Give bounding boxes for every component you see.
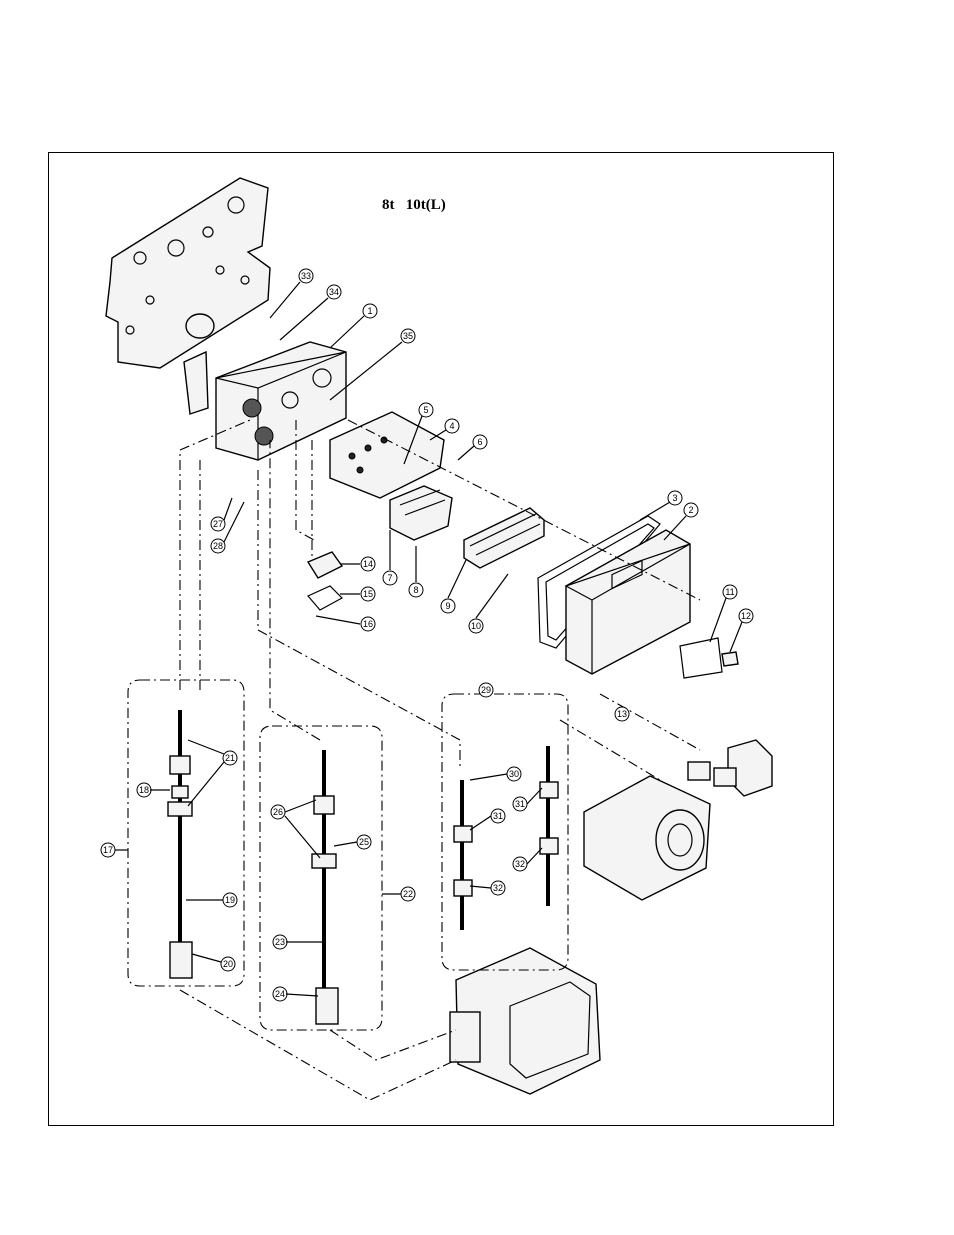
svg-text:20: 20 xyxy=(223,959,233,969)
svg-text:32: 32 xyxy=(515,859,525,869)
svg-text:30: 30 xyxy=(509,769,519,779)
svg-text:10: 10 xyxy=(471,621,481,631)
callout-31-right: 31 xyxy=(512,796,528,812)
svg-text:27: 27 xyxy=(213,519,223,529)
main-box xyxy=(215,341,347,461)
callout-31-left: 31 xyxy=(490,808,506,824)
callout-32-left: 32 xyxy=(490,880,506,896)
svg-text:32: 32 xyxy=(493,883,503,893)
callout-17: 17 xyxy=(100,842,116,858)
diagram-frame xyxy=(48,152,834,1126)
callout-1: 1 xyxy=(362,303,378,319)
callout-32-right: 32 xyxy=(512,856,528,872)
svg-text:26: 26 xyxy=(273,807,283,817)
svg-text:22: 22 xyxy=(403,889,413,899)
svg-text:31: 31 xyxy=(515,799,525,809)
callout-23: 23 xyxy=(272,934,288,950)
svg-text:19: 19 xyxy=(225,895,235,905)
leader-lines xyxy=(115,281,743,997)
cable-assembly-29 xyxy=(441,693,569,971)
svg-text:7: 7 xyxy=(387,573,392,583)
routing-lines xyxy=(179,419,701,1101)
svg-text:14: 14 xyxy=(363,559,373,569)
svg-text:23: 23 xyxy=(275,937,285,947)
svg-text:9: 9 xyxy=(445,601,450,611)
svg-text:13: 13 xyxy=(617,709,627,719)
svg-text:2: 2 xyxy=(688,505,693,515)
svg-text:35: 35 xyxy=(403,331,413,341)
svg-text:17: 17 xyxy=(103,845,113,855)
svg-text:31: 31 xyxy=(493,811,503,821)
svg-text:1: 1 xyxy=(367,306,372,316)
callout-5: 5 xyxy=(418,402,434,418)
callout-28: 28 xyxy=(210,538,226,554)
callout-18: 18 xyxy=(136,782,152,798)
callout-27: 27 xyxy=(210,516,226,532)
callout-12: 12 xyxy=(738,608,754,624)
svg-text:25: 25 xyxy=(359,837,369,847)
svg-text:6: 6 xyxy=(477,437,482,447)
svg-text:8: 8 xyxy=(413,585,418,595)
svg-text:11: 11 xyxy=(725,587,734,597)
mounting-plate xyxy=(105,177,271,369)
side-bracket xyxy=(183,350,209,415)
svg-text:24: 24 xyxy=(275,989,285,999)
callout-34: 34 xyxy=(326,284,342,300)
callout-15: 15 xyxy=(360,586,376,602)
callout-22: 22 xyxy=(400,886,416,902)
callout-29: 29 xyxy=(478,682,494,698)
callout-13: 13 xyxy=(614,706,630,722)
svg-text:4: 4 xyxy=(449,421,454,431)
transformer xyxy=(389,485,453,541)
diagram-title: 8t 10t(L) xyxy=(382,197,446,213)
cable-assembly-17 xyxy=(127,679,245,987)
callout-20: 20 xyxy=(220,956,236,972)
callout-3: 3 xyxy=(667,490,683,506)
small-gaskets xyxy=(306,551,344,611)
svg-text:5: 5 xyxy=(423,405,428,415)
callout-11: 11 xyxy=(722,584,738,600)
callout-35: 35 xyxy=(400,328,416,344)
callout-19: 19 xyxy=(222,892,238,908)
svg-text:28: 28 xyxy=(213,541,223,551)
svg-text:21: 21 xyxy=(225,753,235,763)
callout-14: 14 xyxy=(360,556,376,572)
svg-text:33: 33 xyxy=(301,271,311,281)
svg-text:15: 15 xyxy=(363,589,373,599)
callout-6: 6 xyxy=(472,434,488,450)
svg-text:34: 34 xyxy=(329,287,339,297)
callout-2: 2 xyxy=(683,502,699,518)
label-plates xyxy=(679,637,739,679)
callout-4: 4 xyxy=(444,418,460,434)
callout-33: 33 xyxy=(298,268,314,284)
svg-text:16: 16 xyxy=(363,619,373,629)
motor-bottom xyxy=(449,947,601,1095)
callout-10: 10 xyxy=(468,618,484,634)
callout-24: 24 xyxy=(272,986,288,1002)
callout-16: 16 xyxy=(360,616,376,632)
callout-30: 30 xyxy=(506,766,522,782)
callout-9: 9 xyxy=(440,598,456,614)
terminal-block xyxy=(463,507,545,569)
motor-right xyxy=(583,739,773,901)
svg-text:12: 12 xyxy=(741,611,751,621)
terminal-bracket xyxy=(329,411,445,499)
cable-assembly-22 xyxy=(259,725,383,1031)
svg-text:18: 18 xyxy=(139,785,149,795)
callout-26: 26 xyxy=(270,804,286,820)
callout-7: 7 xyxy=(382,570,398,586)
callout-25: 25 xyxy=(356,834,372,850)
callout-8: 8 xyxy=(408,582,424,598)
svg-text:3: 3 xyxy=(672,493,677,503)
svg-text:29: 29 xyxy=(481,685,491,695)
callout-21: 21 xyxy=(222,750,238,766)
cover xyxy=(564,529,691,675)
